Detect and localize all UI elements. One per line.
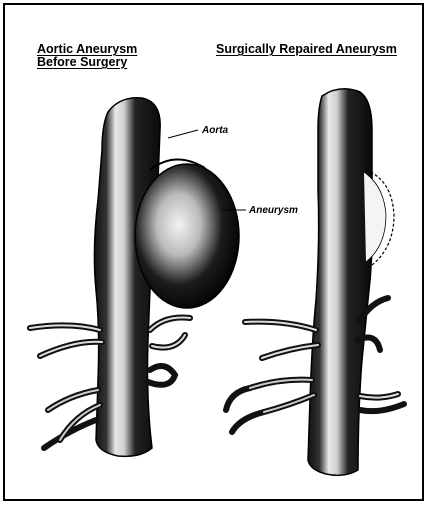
aneurysm-label: Aneurysm	[249, 205, 298, 216]
aorta-repaired	[226, 89, 404, 476]
aorta-before	[30, 98, 239, 457]
aneurysm-bulge	[135, 164, 239, 308]
aorta-pointer	[168, 130, 198, 138]
aorta-label: Aorta	[202, 125, 228, 136]
